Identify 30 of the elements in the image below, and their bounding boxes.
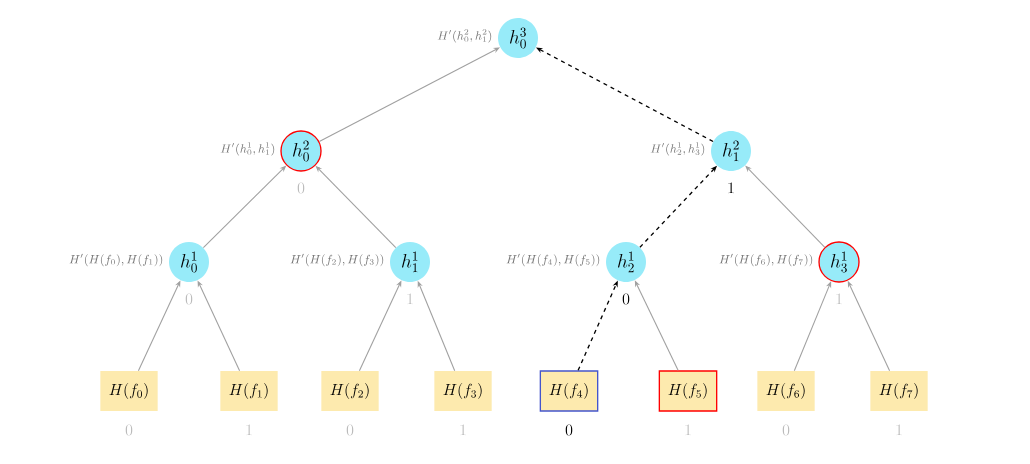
bit-label: $0$ [185, 293, 193, 305]
bit-label: $1$ [407, 293, 413, 305]
bit-label: $1$ [685, 424, 691, 436]
hash-box: $H(f_3)$ [434, 371, 492, 411]
hash-box: $H(f_7)$ [870, 371, 928, 411]
bit-label: $0$ [297, 182, 305, 194]
hash-box: $H(f_5)$ [658, 370, 718, 412]
hash-box: $H(f_0)$ [100, 371, 158, 411]
bit-label: $0$ [782, 424, 790, 436]
bit-label: $0$ [565, 424, 573, 436]
bit-label: $1$ [836, 293, 842, 305]
formula-label: $H'(h_0^2, h_1^2)$ [437, 29, 492, 43]
formula-label: $H'(H(f_2), H(f_3))$ [290, 253, 384, 267]
bit-label: $0$ [346, 424, 354, 436]
formula-label: $H'(H(f_0), H(f_1))$ [69, 253, 163, 267]
formula-label: $H'(h_0^1, h_1^1)$ [220, 142, 275, 156]
hash-box: $H(f_1)$ [220, 371, 278, 411]
bit-label: $1$ [728, 182, 734, 194]
arrow [793, 281, 832, 372]
bit-label: $0$ [622, 293, 630, 305]
bit-label: $1$ [246, 424, 252, 436]
bit-label: $1$ [896, 424, 902, 436]
hash-box: $H(f_6)$ [757, 371, 815, 411]
formula-label: $H'(H(f_4), H(f_5))$ [506, 253, 600, 267]
bit-label: $1$ [460, 424, 466, 436]
formula-label: $H'(h_2^1, h_3^1)$ [650, 142, 705, 156]
bit-label: $0$ [125, 424, 133, 436]
hash-box: $H(f_2)$ [321, 371, 379, 411]
hash-box: $H(f_4)$ [539, 370, 599, 412]
formula-label: $H'(H(f_6), H(f_7))$ [719, 253, 813, 267]
